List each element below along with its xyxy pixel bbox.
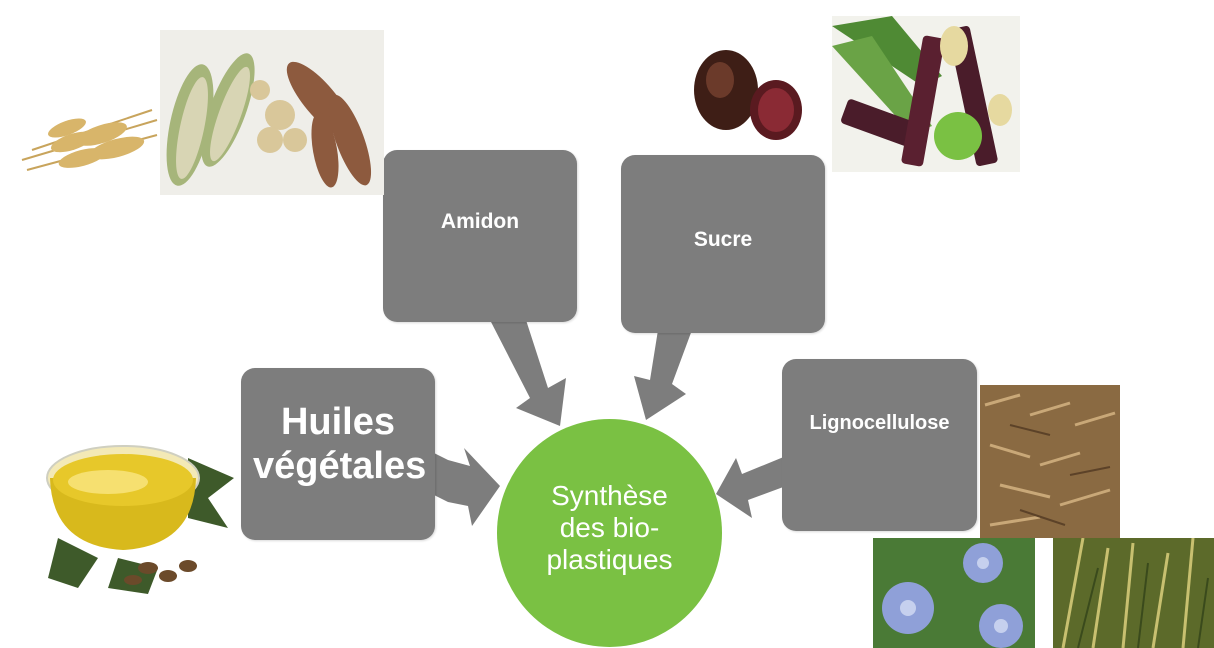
sugar-beet-image bbox=[688, 35, 810, 145]
wheat-image bbox=[12, 100, 162, 195]
box-sucre: Sucre bbox=[621, 155, 825, 333]
center-synthese: Synthèse des bio-plastiques bbox=[497, 419, 722, 647]
arrow-sucre bbox=[634, 330, 692, 420]
sugarcane-image bbox=[832, 16, 1020, 172]
arrow-ligno bbox=[716, 456, 786, 518]
label-lignocellulose: Lignocellulose bbox=[809, 412, 949, 435]
label-amidon: Amidon bbox=[441, 210, 519, 234]
box-amidon: Amidon bbox=[383, 150, 577, 322]
box-lignocellulose: Lignocellulose bbox=[782, 359, 977, 531]
box-huiles-vegetales: Huiles végétales bbox=[241, 368, 435, 540]
flax-flowers-image bbox=[873, 538, 1035, 648]
arrow-huiles bbox=[432, 448, 500, 526]
center-label: Synthèse des bio-plastiques bbox=[535, 480, 685, 576]
wood-chips-image bbox=[980, 385, 1120, 538]
oil-bowl-image bbox=[38, 418, 234, 594]
label-huiles-vegetales: Huiles végétales bbox=[253, 400, 423, 488]
label-sucre: Sucre bbox=[694, 228, 752, 252]
corn-tubers-image bbox=[160, 30, 384, 195]
arrow-amidon bbox=[490, 320, 566, 426]
grass-image bbox=[1053, 538, 1214, 648]
